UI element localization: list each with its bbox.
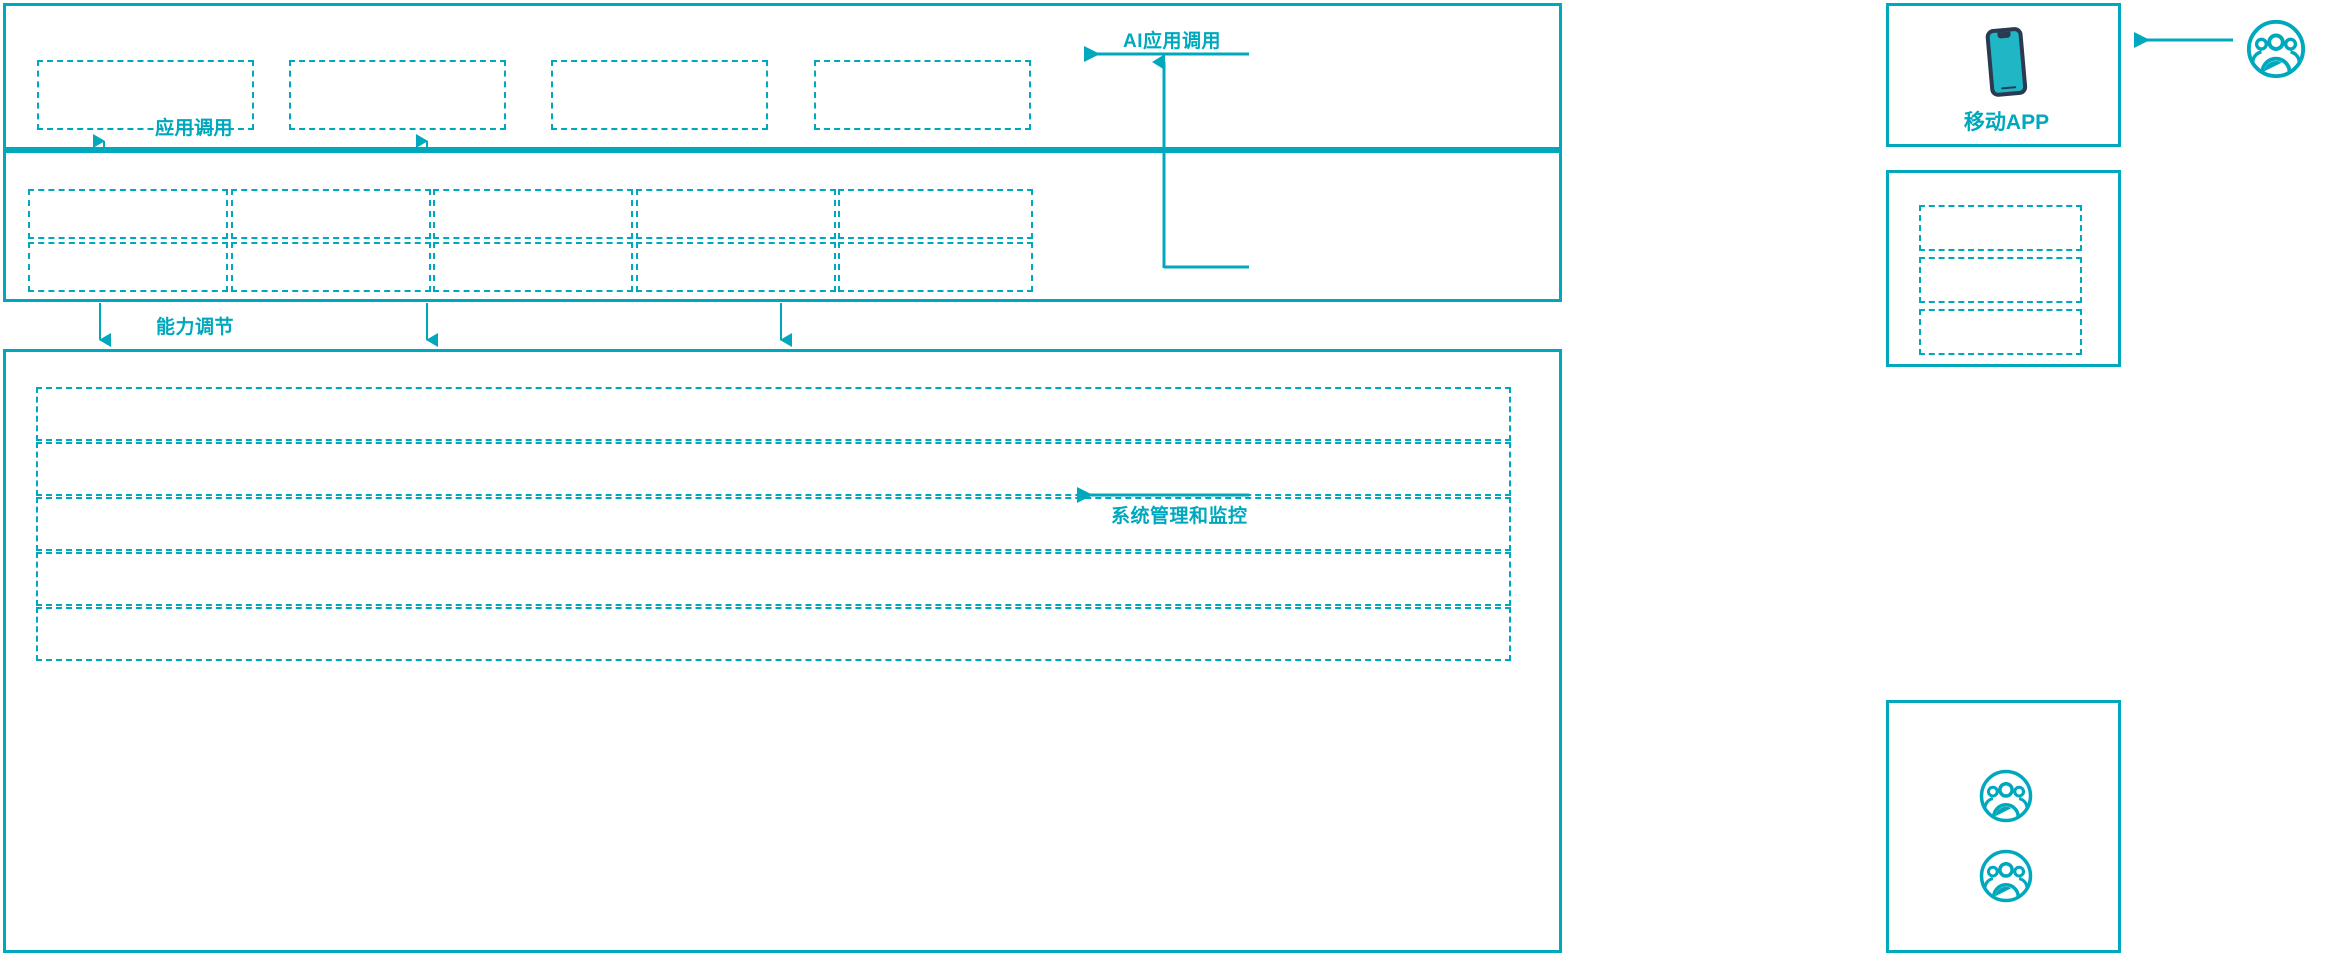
platform-band[interactable]: [36, 442, 1511, 496]
capability-slot[interactable]: [28, 189, 228, 239]
channel-slot[interactable]: [1919, 205, 2082, 251]
application-slot[interactable]: [37, 60, 254, 130]
platform-layer-panel: [3, 349, 1562, 953]
channel-panel: [1886, 170, 2121, 367]
capability-slot[interactable]: [231, 189, 431, 239]
operations-panel: [1886, 700, 2121, 953]
platform-band[interactable]: [36, 387, 1511, 441]
capability-slot[interactable]: [231, 242, 431, 292]
mobile-phone-icon: [1971, 24, 2041, 102]
capability-slot[interactable]: [838, 242, 1033, 292]
users-group-icon[interactable]: [1978, 848, 2034, 904]
capability-slot[interactable]: [433, 242, 633, 292]
application-slot[interactable]: [289, 60, 506, 130]
connector-label-sys-monitor: 系统管理和监控: [1111, 506, 1248, 527]
capability-slot[interactable]: [433, 189, 633, 239]
application-slot[interactable]: [551, 60, 768, 130]
connector-label-app-call: 应用调用: [155, 118, 234, 139]
capability-slot[interactable]: [636, 189, 836, 239]
capability-slot[interactable]: [838, 189, 1033, 239]
capability-slot[interactable]: [28, 242, 228, 292]
platform-band[interactable]: [36, 497, 1511, 551]
capability-layer-panel: [3, 150, 1562, 302]
channel-slot[interactable]: [1919, 309, 2082, 355]
platform-band[interactable]: [36, 607, 1511, 661]
connector-label-capability-call: 能力调节: [156, 317, 235, 338]
application-layer-panel: [3, 3, 1562, 150]
external-user-icon[interactable]: [2245, 18, 2307, 80]
application-slot[interactable]: [814, 60, 1031, 130]
mobile-app-panel: 移动APP: [1886, 3, 2121, 147]
platform-band[interactable]: [36, 552, 1511, 606]
users-group-icon[interactable]: [1978, 768, 2034, 824]
channel-slot[interactable]: [1919, 257, 2082, 303]
capability-slot[interactable]: [636, 242, 836, 292]
mobile-app-caption: 移动APP: [1963, 111, 2050, 134]
connector-label-ai-app-call: AI应用调用: [1123, 31, 1222, 52]
